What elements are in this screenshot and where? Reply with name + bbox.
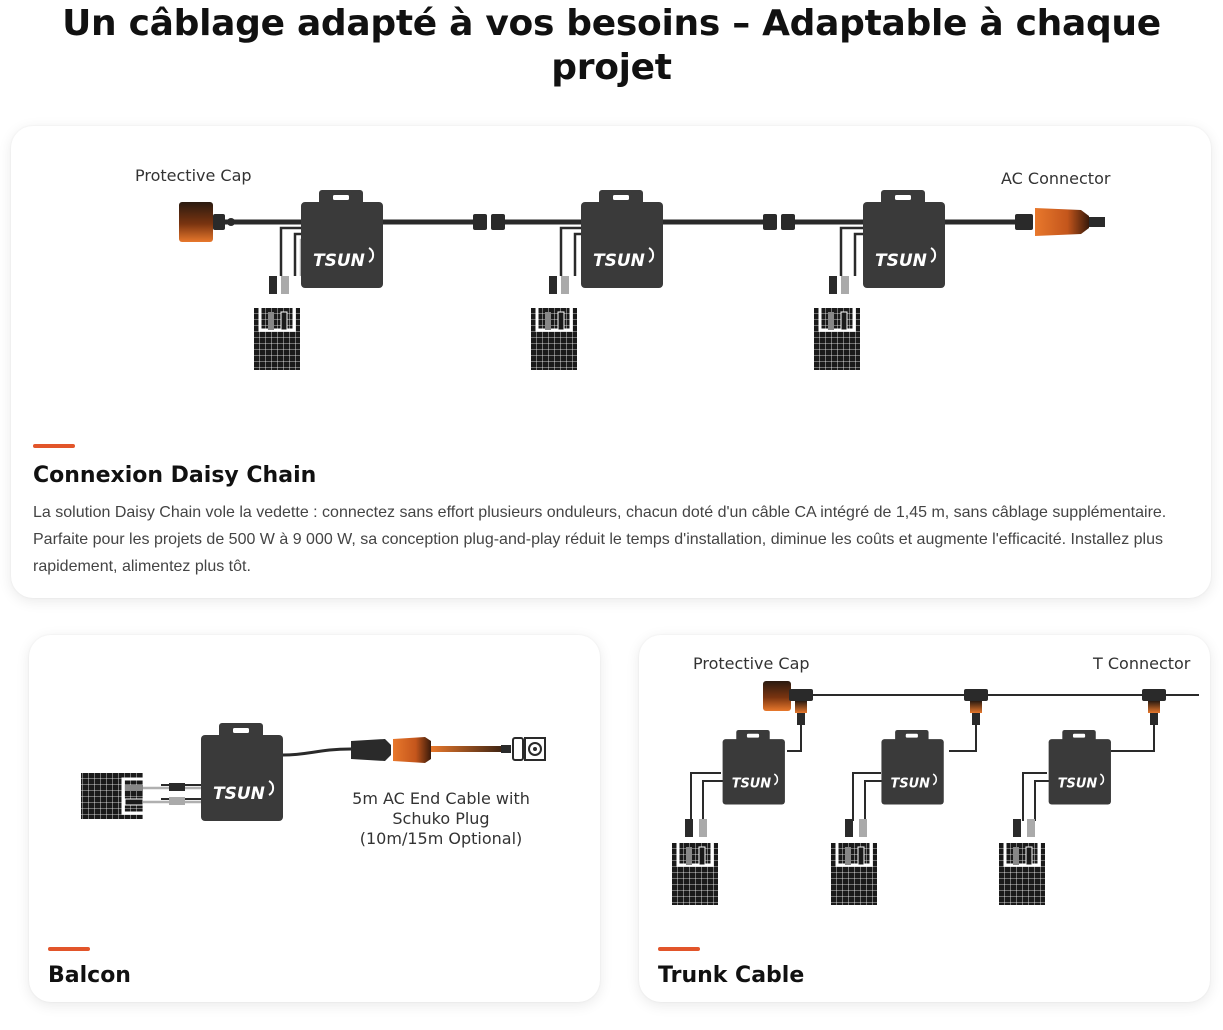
t-connector-icon	[789, 689, 813, 725]
inverter-unit-3	[997, 729, 1112, 907]
t-connector-icon	[1142, 689, 1166, 725]
inverter-unit-3	[812, 189, 946, 372]
protective-cap-label: Protective Cap	[135, 166, 252, 185]
page-title: Un câblage adapté à vos besoins – Adapta…	[62, 3, 1161, 88]
protective-cap-label: Protective Cap	[693, 654, 810, 673]
inverter-unit	[200, 722, 284, 822]
inline-connector-icon	[473, 214, 505, 230]
inverter-unit-1	[252, 189, 384, 372]
daisy-chain-description: La solution Daisy Chain vole la vedette …	[33, 504, 1167, 575]
daisy-chain-title: Connexion Daisy Chain	[33, 463, 317, 488]
inline-connector-icon	[763, 214, 795, 230]
trunk-cable-title: Trunk Cable	[658, 963, 805, 988]
inverter-unit-2	[529, 189, 664, 372]
accent-bar	[33, 444, 75, 448]
ac-connector-label: AC Connector	[1001, 169, 1111, 188]
inverter-unit-2	[829, 729, 945, 907]
t-connector-icon	[964, 689, 988, 725]
trunk-cable-diagram: Protective Cap T Connector	[670, 654, 1199, 907]
daisy-chain-card: Protective Cap AC Connector	[11, 126, 1211, 598]
balcon-title: Balcon	[48, 963, 131, 988]
inverter-unit-1	[670, 729, 786, 907]
accent-bar	[48, 947, 90, 951]
balcon-card: 5m AC End Cable with Schuko Plug (10m/15…	[29, 635, 600, 1002]
t-connector-label: T Connector	[1092, 654, 1191, 673]
protective-cap-icon	[763, 681, 791, 711]
balcon-diagram: 5m AC End Cable with Schuko Plug (10m/15…	[81, 722, 546, 848]
daisy-chain-diagram: Protective Cap AC Connector	[135, 166, 1111, 372]
accent-bar	[658, 947, 700, 951]
solar-panel-icon	[81, 773, 145, 819]
ac-connector-icon	[1015, 208, 1105, 236]
ac-cable-line	[282, 747, 352, 757]
cable-label-line1: 5m AC End Cable with	[352, 789, 530, 808]
trunk-cable-card: Protective Cap T Connector	[639, 635, 1210, 1002]
schuko-plug-icon	[512, 737, 546, 761]
cable-label-line3: (10m/15m Optional)	[360, 829, 523, 848]
cable-label-line2: Schuko Plug	[392, 809, 489, 828]
protective-cap-icon	[179, 202, 235, 242]
ac-end-cable-icon	[351, 737, 511, 763]
